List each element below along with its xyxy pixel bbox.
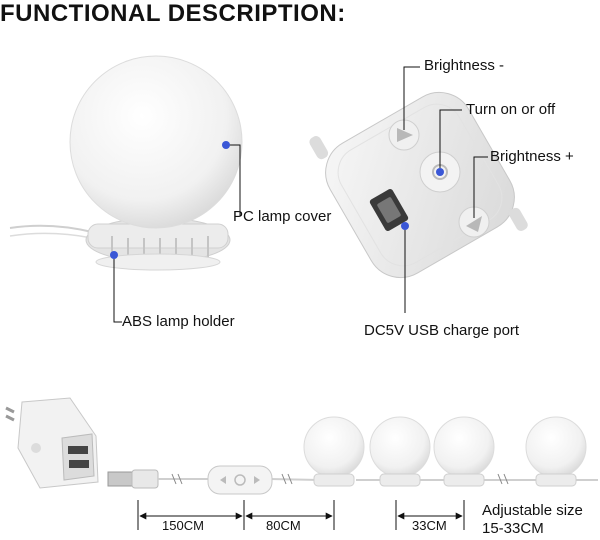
lamp-cover-label: PC lamp cover xyxy=(233,208,332,225)
bulb-spacing-label: 33CM xyxy=(412,518,447,533)
usb-plug xyxy=(107,469,159,489)
brightness-down-button xyxy=(388,119,420,151)
small-bulb xyxy=(433,416,495,487)
brightness-up-button xyxy=(458,206,490,238)
small-bulb xyxy=(303,416,365,487)
power-marker xyxy=(436,168,444,176)
lamp-cover-marker xyxy=(222,141,230,149)
usb-port-marker xyxy=(401,222,409,230)
controller-distance-label: 80CM xyxy=(266,518,301,533)
lamp-holder-marker xyxy=(110,251,118,259)
small-bulb xyxy=(369,416,431,487)
lamp-holder-label: ABS lamp holder xyxy=(122,313,235,330)
adjustable-range-label: 15-33CM xyxy=(482,520,544,537)
adjustable-size-label: Adjustable size xyxy=(482,502,583,519)
cable-length-label: 150CM xyxy=(162,518,204,533)
page-title: FUNCTIONAL DESCRIPTION: xyxy=(0,0,346,27)
brightness-down-label: Brightness - xyxy=(424,57,505,74)
wall-adapter xyxy=(5,397,99,489)
small-bulb xyxy=(525,416,587,487)
lamp-cover-leader xyxy=(228,144,241,216)
usb-port xyxy=(369,189,409,231)
inline-controller xyxy=(207,465,273,495)
lamp-holder xyxy=(85,217,231,271)
dimension-lines xyxy=(137,500,465,530)
lamp-cable xyxy=(9,224,93,239)
brightness-up-label: Brightness + xyxy=(490,148,574,165)
usb-port-label: DC5V USB charge port xyxy=(364,322,520,339)
lamp-holder-leader xyxy=(113,256,122,323)
power-label: Turn on or off xyxy=(466,101,556,118)
controller-device xyxy=(309,91,528,279)
lamp-cover-bulb xyxy=(69,55,243,229)
